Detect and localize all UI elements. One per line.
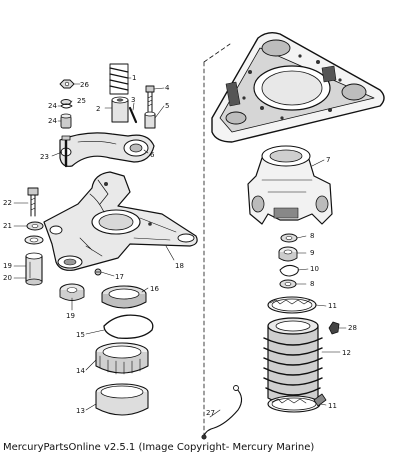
callout-14: 14 <box>76 367 85 375</box>
callout-19-left: 19 <box>3 262 12 270</box>
callout-26: 26 <box>80 81 89 89</box>
copyright-caption: MercuryPartsOnline v2.5.1 (Image Copyrig… <box>3 442 315 453</box>
callout-18: 18 <box>175 262 184 270</box>
callout-21: 21 <box>3 222 12 230</box>
assembly-dash-line <box>203 43 231 441</box>
leader-lines <box>13 77 347 418</box>
part-13-sleeve <box>95 383 149 416</box>
part-6-arm <box>59 132 155 167</box>
part-18-gimbal-housing <box>43 171 198 271</box>
part-28-clip <box>328 321 340 335</box>
callout-5: 5 <box>165 102 169 110</box>
callout-28: 28 <box>348 324 357 332</box>
part-17-screw <box>94 268 102 276</box>
callout-10: 10 <box>310 265 319 273</box>
part-5-sleeve <box>144 111 156 129</box>
callout-17: 17 <box>115 273 124 281</box>
part-14-bearing <box>95 342 149 375</box>
callout-11-lower: 11 <box>328 402 337 410</box>
callout-24-lower: 24 <box>48 117 57 125</box>
part-22-bolt <box>27 187 39 217</box>
part-10-snap-ring <box>279 264 299 277</box>
part-24-bushing <box>60 113 72 129</box>
callout-8-upper: 8 <box>310 232 314 240</box>
callout-27: 27 <box>206 409 215 417</box>
callout-1: 1 <box>132 74 136 82</box>
callout-11-upper: 11 <box>328 302 337 310</box>
callout-20: 20 <box>3 274 12 282</box>
callout-25: 25 <box>77 97 86 105</box>
part-19-bearing-mid <box>59 283 85 301</box>
part-3-pin <box>128 106 138 124</box>
callout-24-upper: 24 <box>48 102 57 110</box>
callout-23: 23 <box>40 153 49 161</box>
part-27-wire <box>201 385 243 440</box>
part-2-cylinder <box>111 96 129 123</box>
part-12-bellows <box>263 317 323 406</box>
part-21-washer <box>26 221 44 231</box>
part-7-housing <box>247 145 333 225</box>
part-8-washer-bottom <box>279 279 297 289</box>
part-1-spring <box>109 63 129 95</box>
callout-7: 7 <box>326 156 330 164</box>
part-24-lockwasher <box>60 103 73 109</box>
callout-3: 3 <box>131 96 135 104</box>
part-26-nut <box>59 79 75 89</box>
callout-8-lower: 8 <box>310 280 314 288</box>
callout-6: 6 <box>150 151 155 159</box>
part-11-upper-clamp <box>267 296 317 314</box>
triangular-plate <box>211 31 385 143</box>
callout-13: 13 <box>76 407 85 415</box>
part-8-washer-top <box>280 233 298 243</box>
part-23-stud <box>61 135 71 168</box>
part-4-bolt <box>145 85 155 113</box>
callout-12: 12 <box>342 349 351 357</box>
callout-9: 9 <box>310 249 314 257</box>
part-20-bushing <box>25 252 43 286</box>
callout-2: 2 <box>96 105 100 113</box>
callout-16: 16 <box>150 285 159 293</box>
part-9-bearing <box>278 246 298 262</box>
part-16-seal <box>101 285 147 309</box>
callout-19-mid: 19 <box>66 312 75 320</box>
part-19-ring-left <box>24 235 44 245</box>
callout-4: 4 <box>165 84 170 92</box>
callout-22: 22 <box>3 199 12 207</box>
part-15-snap-ring <box>103 314 154 339</box>
callout-15: 15 <box>76 331 85 339</box>
